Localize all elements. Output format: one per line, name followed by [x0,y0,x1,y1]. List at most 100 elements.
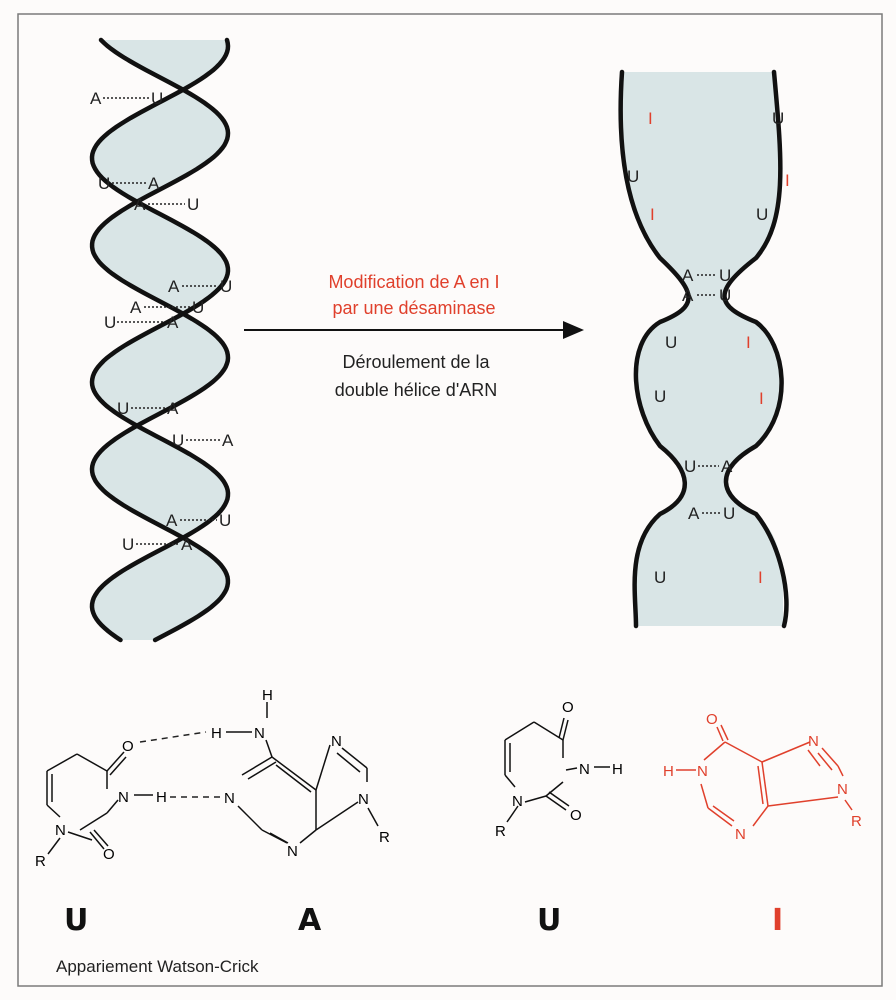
base-inosine: I [648,109,653,128]
arrow-label-red-2: par une désaminase [332,298,495,318]
label-adenine: A [298,903,322,938]
base-uracil: U [756,205,768,224]
base-right: A [222,431,234,450]
atom-r: R [851,813,862,830]
atom-n1: N [55,822,66,839]
atom-n7: N [331,733,342,750]
base-left: A [682,266,694,285]
base-left: U [172,431,184,450]
unwound-strand-right [722,69,789,629]
adenine-atoms: H H N N N N N R [211,687,390,860]
base-inosine: I [758,568,763,587]
base-left: U [122,535,134,554]
atom-o: O [706,711,718,728]
base-right: U [192,298,204,317]
base-uracil: U [627,167,639,186]
arrow-label-red-1: Modification de A en I [328,272,499,292]
atom-n3: N [735,826,746,843]
inosine-atoms: O H N N N N R [663,711,862,843]
base-left: A [130,298,142,317]
base-right: U [723,504,735,523]
base-left: U [98,174,110,193]
atom-n1: N [224,790,235,807]
atom-h: H [262,687,273,704]
base-uracil: U [654,568,666,587]
atom-n7: N [808,733,819,750]
atom-h: H [612,761,623,778]
atom-o: O [562,699,574,716]
atom-r: R [35,853,46,870]
base-left: U [117,399,129,418]
arrow-head [563,321,584,339]
uracil-structure-right [504,717,610,823]
atom-r: R [379,829,390,846]
base-left: A [134,195,146,214]
base-right: U [719,266,731,285]
atom-n3: N [579,761,590,778]
base-right: A [167,399,179,418]
base-right: U [219,511,231,530]
helix-strand-1 [89,37,231,643]
base-left: U [684,457,696,476]
atom-n-amino: N [254,725,265,742]
base-right: A [148,174,160,193]
caption-watson-crick: Appariement Watson-Crick [56,957,259,976]
atom-n3: N [287,843,298,860]
atom-o: O [103,846,115,863]
adenine-structure [226,702,379,844]
unwound-strand-left [618,69,691,629]
arrow-label-black-2: double hélice d'ARN [335,380,498,400]
base-left: A [90,89,102,108]
base-inosine: I [650,205,655,224]
base-right: U [220,277,232,296]
atom-h: H [211,725,222,742]
label-uracil-left: U [64,903,88,938]
base-left: A [168,277,180,296]
base-left: A [166,511,178,530]
atom-o: O [122,738,134,755]
label-uracil-right: U [537,903,561,938]
base-left: A [682,286,694,305]
base-left: U [104,313,116,332]
unwound-fill [620,72,784,626]
uracil-right-atoms: O N H N O R [495,699,623,840]
helix-strand-2 [89,37,231,643]
base-right: U [187,195,199,214]
base-right: A [181,535,193,554]
atom-n1: N [512,793,523,810]
hbond-o-h [139,731,207,743]
base-right: U [719,286,731,305]
inosine-structure [676,724,853,827]
atom-h: H [663,763,674,780]
base-uracil: U [772,109,784,128]
label-inosine: I [772,903,783,938]
uracil-left-atoms: O N H O N R [35,738,167,870]
base-right: A [721,457,733,476]
atom-h: H [156,789,167,806]
arrow-label-black-1: Déroulement de la [342,352,490,372]
frame [17,13,883,987]
base-inosine: I [785,171,790,190]
uracil-structure-left [46,751,153,855]
transition-arrow: Modification de A en I par une désaminas… [244,272,584,400]
atom-r: R [495,823,506,840]
base-right: U [151,89,163,108]
helix-fill [92,40,228,640]
atom-n3: N [118,789,129,806]
base-uracil: U [665,333,677,352]
atom-o: O [570,807,582,824]
